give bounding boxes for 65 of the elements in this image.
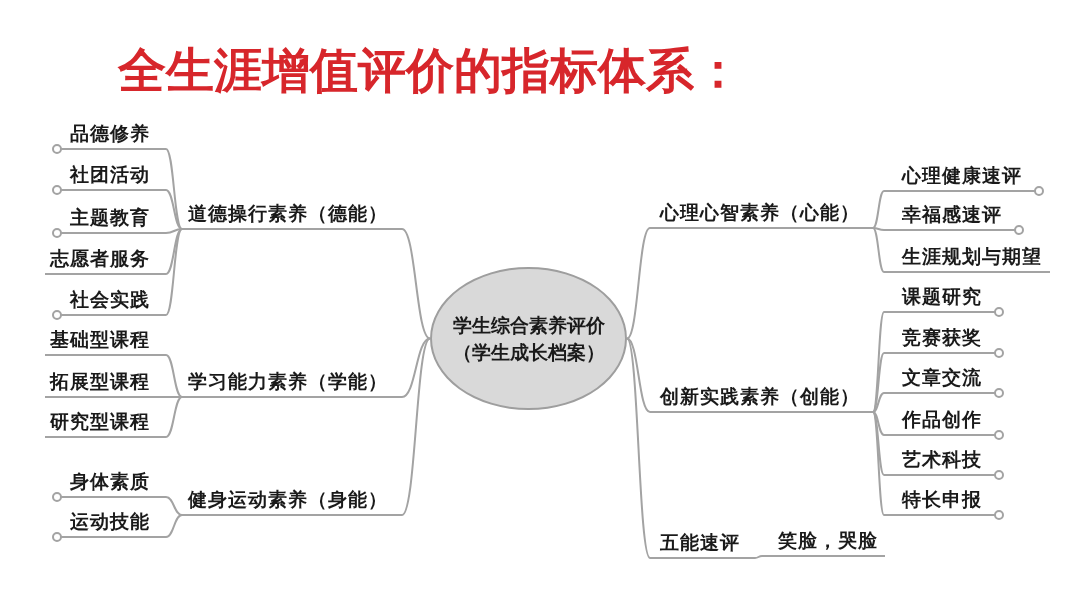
- branch-line: [165, 396, 183, 438]
- subtopic-text: 研究型课程: [50, 409, 150, 433]
- subtopic: [52, 509, 166, 543]
- subtopic-text: 社会实践: [70, 287, 150, 311]
- branch-line: [401, 337, 431, 516]
- subtopic: [884, 487, 1004, 521]
- subtopic-text: 心理健康速评: [902, 163, 1022, 187]
- subtopic-text: 笑脸，哭脸: [778, 528, 878, 552]
- branch-line: [165, 514, 183, 538]
- subtopic: [884, 325, 1004, 359]
- branch-line: [872, 411, 885, 436]
- subtopic: [52, 287, 166, 321]
- subtopic-text: 生涯规划与期望: [902, 244, 1042, 268]
- branch-line: [165, 354, 183, 398]
- subtopic: [52, 205, 166, 239]
- subtopic: [884, 365, 1004, 399]
- branch-line: [872, 227, 885, 273]
- branch-line: [165, 148, 183, 230]
- branch-line: [165, 228, 183, 275]
- subtopic: [52, 162, 166, 196]
- subtopic-text: 课题研究: [902, 284, 982, 308]
- branch-line: [401, 228, 431, 340]
- subtopic-text: 品德修养: [70, 121, 150, 145]
- subtopic: [884, 407, 1004, 441]
- branch-line: [872, 392, 885, 413]
- subtopic-text: 特长申报: [902, 487, 982, 511]
- center-topic-text: 学生综合素养评价: [452, 312, 605, 338]
- main-topic-text: 心理心智素养（心能）: [660, 200, 860, 224]
- branch-line: [626, 227, 651, 340]
- subtopic: [884, 284, 1004, 318]
- branch-line: [401, 337, 431, 398]
- branch-line: [872, 411, 885, 516]
- diagram-title: 全生涯增值评价的指标体系：: [118, 41, 742, 100]
- main-topic-text: 道德操行素养（德能）: [188, 201, 388, 225]
- branch-line: [626, 337, 651, 559]
- subtopic: [884, 163, 1044, 197]
- subtopic-text: 基础型课程: [50, 327, 150, 351]
- main-topic-text: 健身运动素养（身能）: [188, 487, 388, 511]
- subtopic-text: 竞赛获奖: [902, 325, 982, 349]
- subtopic: [52, 121, 166, 155]
- subtopic-text: 运动技能: [70, 509, 150, 533]
- branch-line: [872, 190, 885, 229]
- main-topic-text: 五能速评: [660, 530, 740, 554]
- main-topic-text: 学习能力素养（学能）: [188, 369, 388, 393]
- branch-line: [165, 228, 183, 316]
- branch-line: [165, 189, 183, 230]
- branch-line: [626, 337, 651, 413]
- subtopic-text: 拓展型课程: [50, 369, 150, 393]
- branch-line: [872, 352, 885, 413]
- subtopic-text: 身体素质: [70, 469, 150, 493]
- subtopic-text: 社团活动: [70, 162, 150, 186]
- branch-line: [754, 555, 763, 559]
- subtopic: [52, 469, 166, 503]
- subtopic-text: 艺术科技: [902, 447, 982, 471]
- main-topic-text: 创新实践素养（创能）: [660, 384, 860, 408]
- branch-line: [165, 496, 183, 516]
- subtopic: [884, 447, 1004, 481]
- subtopic-text: 幸福感速评: [902, 202, 1002, 226]
- subtopic-text: 作品创作: [902, 407, 982, 431]
- center-subtitle-text: （学生成长档案）: [452, 339, 605, 365]
- subtopic: [884, 202, 1024, 236]
- branch-line: [872, 411, 885, 476]
- subtopic-text: 志愿者服务: [50, 246, 150, 270]
- subtopic-text: 主题教育: [70, 205, 150, 229]
- subtopic-text: 文章交流: [902, 365, 982, 389]
